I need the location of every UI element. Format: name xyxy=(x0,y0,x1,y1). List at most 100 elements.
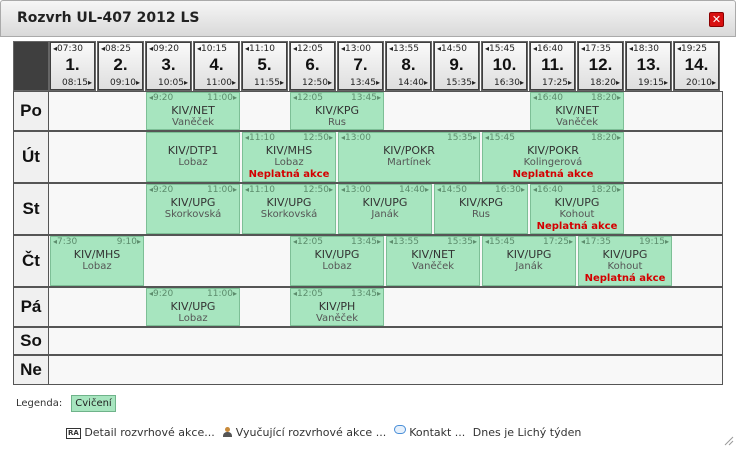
event-teacher: Lobaz xyxy=(178,313,208,324)
hour-end: 15:35 xyxy=(446,78,476,88)
dialog-titlebar: Rozvrh UL-407 2012 LS ✕ xyxy=(0,0,736,37)
event-start-time: 16:40 xyxy=(533,93,563,103)
event-teacher: Vaněček xyxy=(171,117,215,128)
hour-header[interactable]: 13:007.13:45 xyxy=(337,41,384,91)
event-warning: Neplatná akce xyxy=(536,221,618,232)
hour-header-body: 09:203.10:05 xyxy=(147,43,190,89)
day-name: Po xyxy=(20,101,42,120)
close-icon[interactable]: ✕ xyxy=(709,12,724,27)
hour-start: 14:50 xyxy=(437,44,467,54)
day-name: St xyxy=(22,199,40,218)
legend-label: Legenda: xyxy=(16,398,63,409)
event-course-code: KIV/NET xyxy=(411,248,455,261)
event-course-code: KIV/POKR xyxy=(383,144,435,157)
event-teacher: Vaněček xyxy=(555,117,599,128)
hour-header[interactable]: 09:203.10:05 xyxy=(145,41,192,91)
day-name: Út xyxy=(22,147,40,166)
hour-header[interactable]: 12:056. 12:50 xyxy=(289,41,336,91)
event-start-time: 12:05 xyxy=(293,237,323,247)
event-teacher: Lobaz xyxy=(322,261,352,272)
hour-start: 16:40 xyxy=(533,44,563,54)
event-start-time: 12:05 xyxy=(293,289,323,299)
event-course-code: KIV/KPG xyxy=(314,104,360,117)
event-end-time: 11:00 xyxy=(207,93,237,103)
event-end-time: 11:00 xyxy=(207,289,237,299)
day-label: So xyxy=(13,327,49,355)
event-teacher: Lobaz xyxy=(82,261,112,272)
hour-number: 3. xyxy=(161,55,176,74)
hour-number: 11. xyxy=(541,55,564,74)
event-teacher: Vaněček xyxy=(315,313,359,324)
event-course-code: KIV/UPG xyxy=(554,196,600,209)
hour-number: 8. xyxy=(401,55,416,74)
day-name: Pá xyxy=(20,297,42,316)
hour-start: 12:05 xyxy=(293,44,323,54)
event-end-time: 15:35 xyxy=(447,237,477,247)
hour-end: 19:15 xyxy=(638,78,668,88)
hour-header[interactable]: 10:154.11:00 xyxy=(193,41,240,91)
event-start-time: 15:45 xyxy=(485,133,515,143)
detail-link[interactable]: RA Detail rozvrhové akce... xyxy=(66,426,215,439)
hour-header[interactable]: 13:558.14:40 xyxy=(385,41,432,91)
event-teacher: Skorkovská xyxy=(260,209,318,220)
hour-header[interactable]: 14:509.15:35 xyxy=(433,41,480,91)
event-start-time: 9:20 xyxy=(149,289,173,299)
teacher-link[interactable]: Vyučující rozvrhové akce ... xyxy=(222,426,386,439)
hour-start: 07:30 xyxy=(53,44,83,54)
hour-start: 08:25 xyxy=(101,44,131,54)
event-end-time: 16:30 xyxy=(495,185,525,195)
day-label: Čt xyxy=(13,235,49,287)
hour-header-body: 13:558.14:40 xyxy=(387,43,430,89)
event-course-code: KIV/MHS xyxy=(265,144,313,157)
contact-link[interactable]: Kontakt ... xyxy=(393,425,465,439)
day-row xyxy=(49,355,723,385)
hour-header[interactable]: 08:252.09:10 xyxy=(97,41,144,91)
event-course-code: KIV/DTP1 xyxy=(167,144,219,157)
hour-header-body: 11:105.11:55 xyxy=(243,43,286,89)
hour-end: 12:50 xyxy=(302,78,332,88)
event-start-time: 12:05 xyxy=(293,93,323,103)
event-teacher: Vaněček xyxy=(411,261,455,272)
day-row xyxy=(49,327,723,355)
hour-header-body: 14:509.15:35 xyxy=(435,43,478,89)
event-course-code: KIV/NET xyxy=(171,104,215,117)
hour-number: 6. xyxy=(305,55,320,74)
hour-header[interactable]: 11:105.11:55 xyxy=(241,41,288,91)
event-warning: Neplatná akce xyxy=(584,273,666,284)
hour-number: 7. xyxy=(353,55,368,74)
hour-header-body: 12:056. 12:50 xyxy=(291,43,334,89)
hour-number: 12. xyxy=(588,55,613,74)
hour-start: 13:00 xyxy=(341,44,371,54)
resize-handle-icon[interactable] xyxy=(722,434,734,446)
hour-start: 13:55 xyxy=(389,44,419,54)
hour-header-body: 13:007.13:45 xyxy=(339,43,382,89)
day-label: Út xyxy=(13,131,49,183)
hour-header[interactable]: 07:301.08:15 xyxy=(49,41,96,91)
